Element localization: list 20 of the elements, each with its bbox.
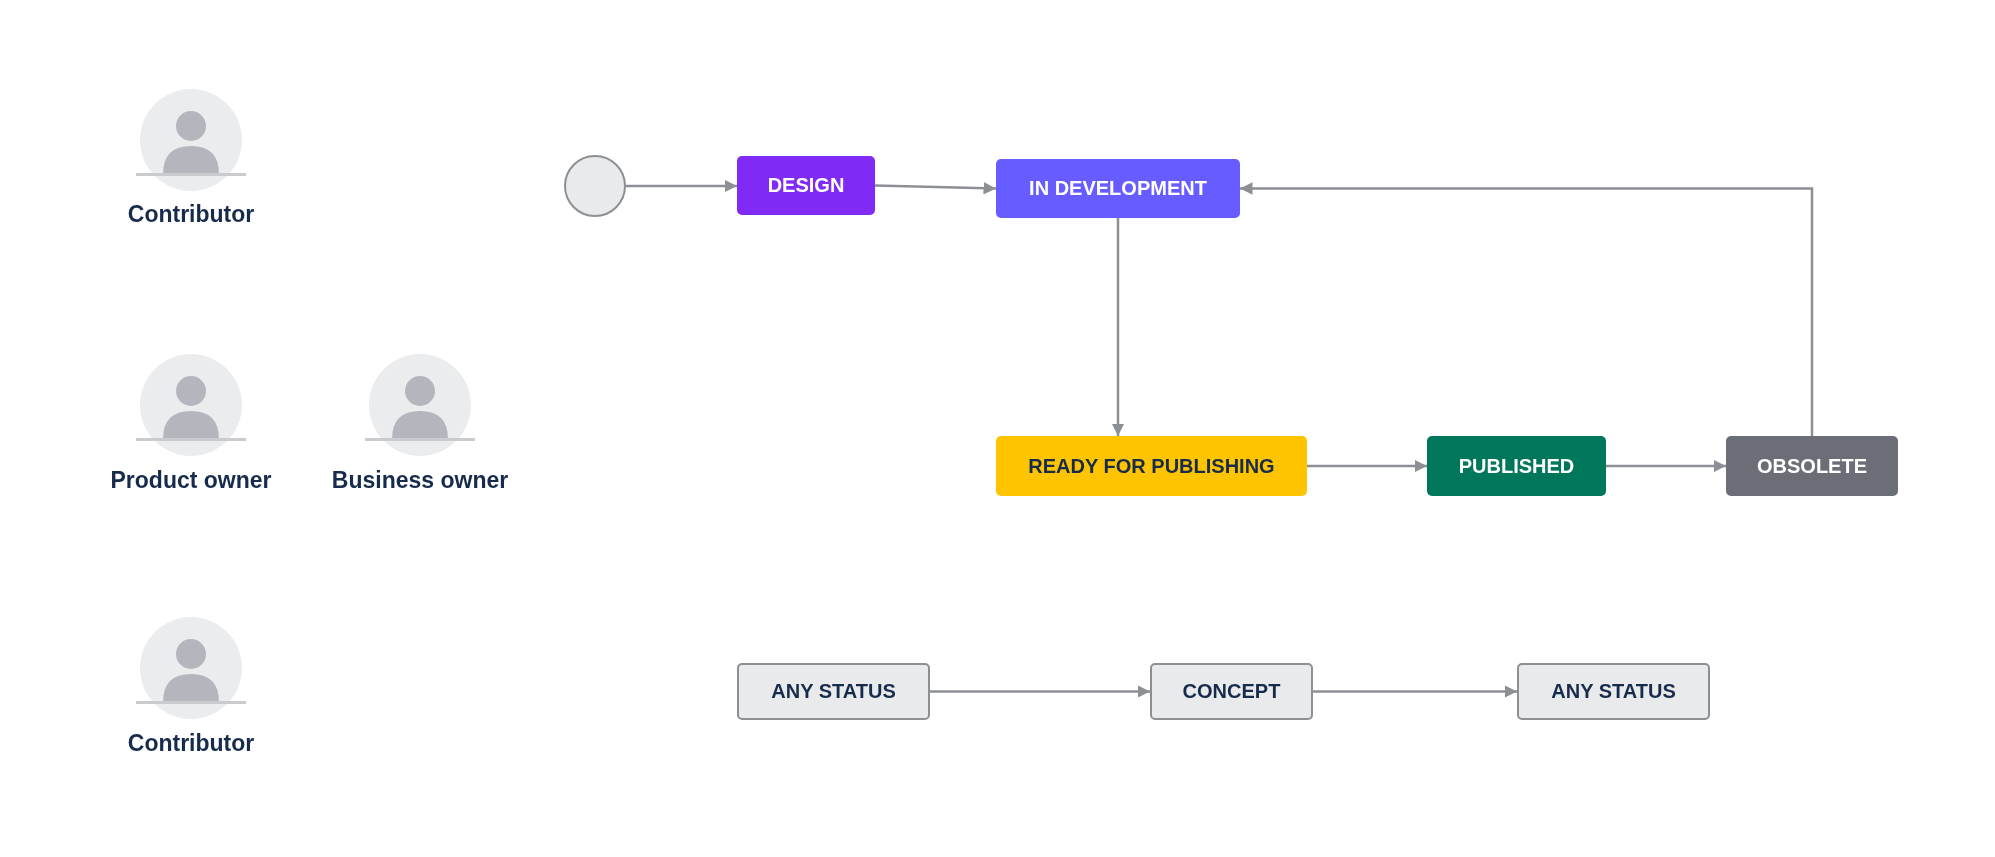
arrow: [930, 685, 1150, 698]
status-box: DESIGN: [737, 156, 875, 215]
arrow: [874, 181, 997, 195]
status-box: ANY STATUS: [737, 663, 930, 720]
status-box: CONCEPT: [1150, 663, 1313, 720]
arrow: [1307, 459, 1427, 473]
arrow: [626, 179, 737, 193]
status-box: IN DEVELOPMENT: [996, 159, 1240, 218]
arrow: [1313, 685, 1517, 698]
arrow: [1240, 182, 1814, 436]
status-box: PUBLISHED: [1427, 436, 1606, 496]
arrow: [1111, 218, 1125, 436]
status-box: ANY STATUS: [1517, 663, 1710, 720]
arrow: [1606, 459, 1726, 473]
status-box: OBSOLETE: [1726, 436, 1898, 496]
role-label: Contributor: [127, 201, 255, 228]
role-label: Contributor: [127, 730, 255, 757]
status-box: READY FOR PUBLISHING: [996, 436, 1307, 496]
role-label: Product owner: [110, 467, 272, 494]
role-label: Business owner: [331, 467, 509, 494]
